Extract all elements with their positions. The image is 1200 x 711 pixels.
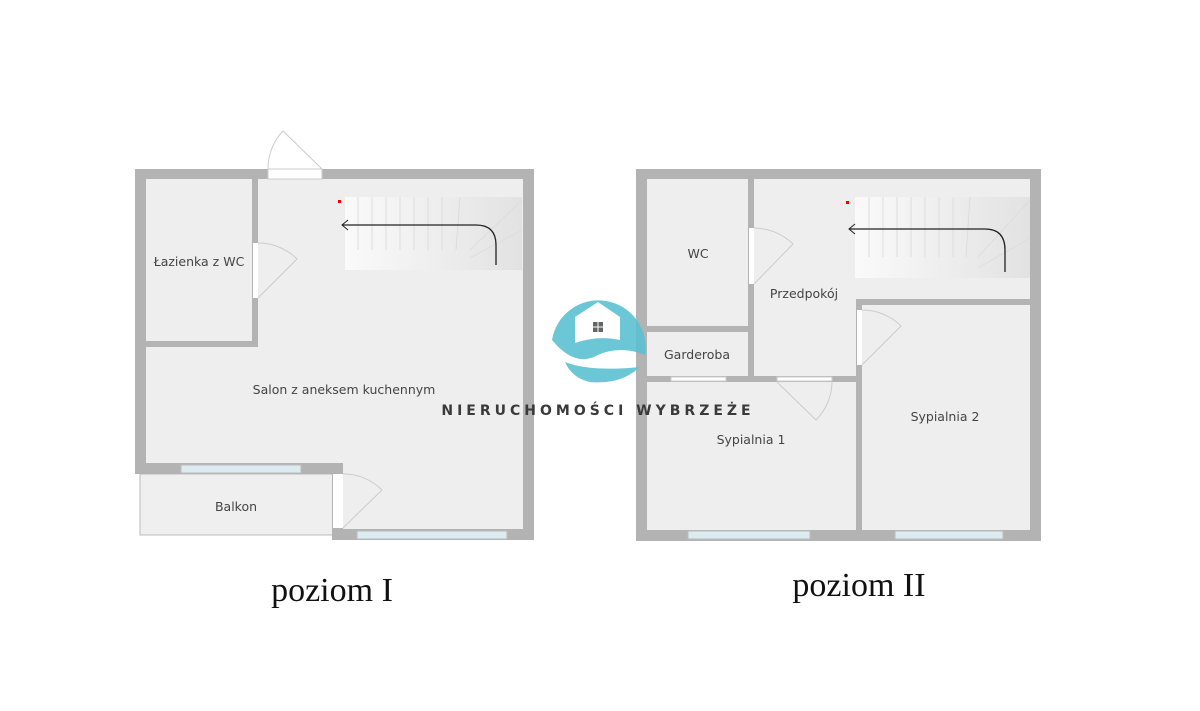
bathroom-door: [253, 243, 258, 298]
bedroom2-door: [857, 310, 862, 365]
room-label-bedroom1: Sypialnia 1: [717, 432, 786, 447]
balcony-door: [333, 474, 343, 528]
room-label-balcony: Balkon: [215, 499, 257, 514]
door-swing: [257, 242, 298, 299]
door-swing: [267, 130, 323, 170]
room-label-hall: Przedpokój: [770, 286, 838, 301]
arrow-head-icon: [341, 219, 349, 231]
room-label-bathroom: Łazienka z WC: [153, 254, 245, 269]
stair-arrow: [849, 228, 1006, 272]
staircase: [338, 196, 523, 270]
marker: [338, 200, 341, 203]
stair-arrow: [342, 224, 497, 265]
window: [894, 530, 1004, 540]
room-label-bedroom2: Sypialnia 2: [911, 409, 980, 424]
window: [356, 530, 508, 540]
marker: [846, 201, 849, 204]
wall-inner: [647, 326, 748, 332]
door-swing: [776, 381, 833, 421]
wc-door: [749, 228, 754, 284]
balcony-area: [139, 473, 338, 536]
room-label-wardrobe: Garderoba: [664, 347, 730, 362]
level-1-title: poziom I: [271, 572, 393, 609]
level-2-title: poziom II: [792, 567, 925, 604]
living-floor: [343, 463, 523, 529]
window: [180, 464, 302, 474]
arrow-head-icon: [848, 223, 856, 235]
watermark-logo: [552, 300, 646, 383]
wall-inner: [856, 299, 1031, 305]
wardrobe-opening: [670, 376, 727, 382]
wall-inner: [146, 341, 258, 347]
door-swing: [342, 473, 383, 529]
entrance-door: [267, 168, 323, 180]
staircase: [846, 196, 1031, 278]
logo-wave-icon: [565, 362, 640, 383]
level-1-plan: Łazienka z WC Salon z aneksem kuchennym …: [135, 130, 534, 540]
door-swing: [861, 309, 902, 366]
room-label-living: Salon z aneksem kuchennym: [253, 382, 436, 397]
room-label-wc: WC: [687, 246, 708, 261]
watermark-text: NIERUCHOMOŚCI WYBRZEŻE: [441, 401, 754, 419]
door-swing: [753, 227, 794, 285]
wall-inner: [856, 299, 862, 541]
window: [687, 530, 811, 540]
bedroom1-door: [776, 376, 833, 382]
wall-inner: [636, 376, 862, 382]
level-2-plan: WC Przedpokój Garderoba Sypialnia 1 Sypi…: [636, 169, 1041, 541]
